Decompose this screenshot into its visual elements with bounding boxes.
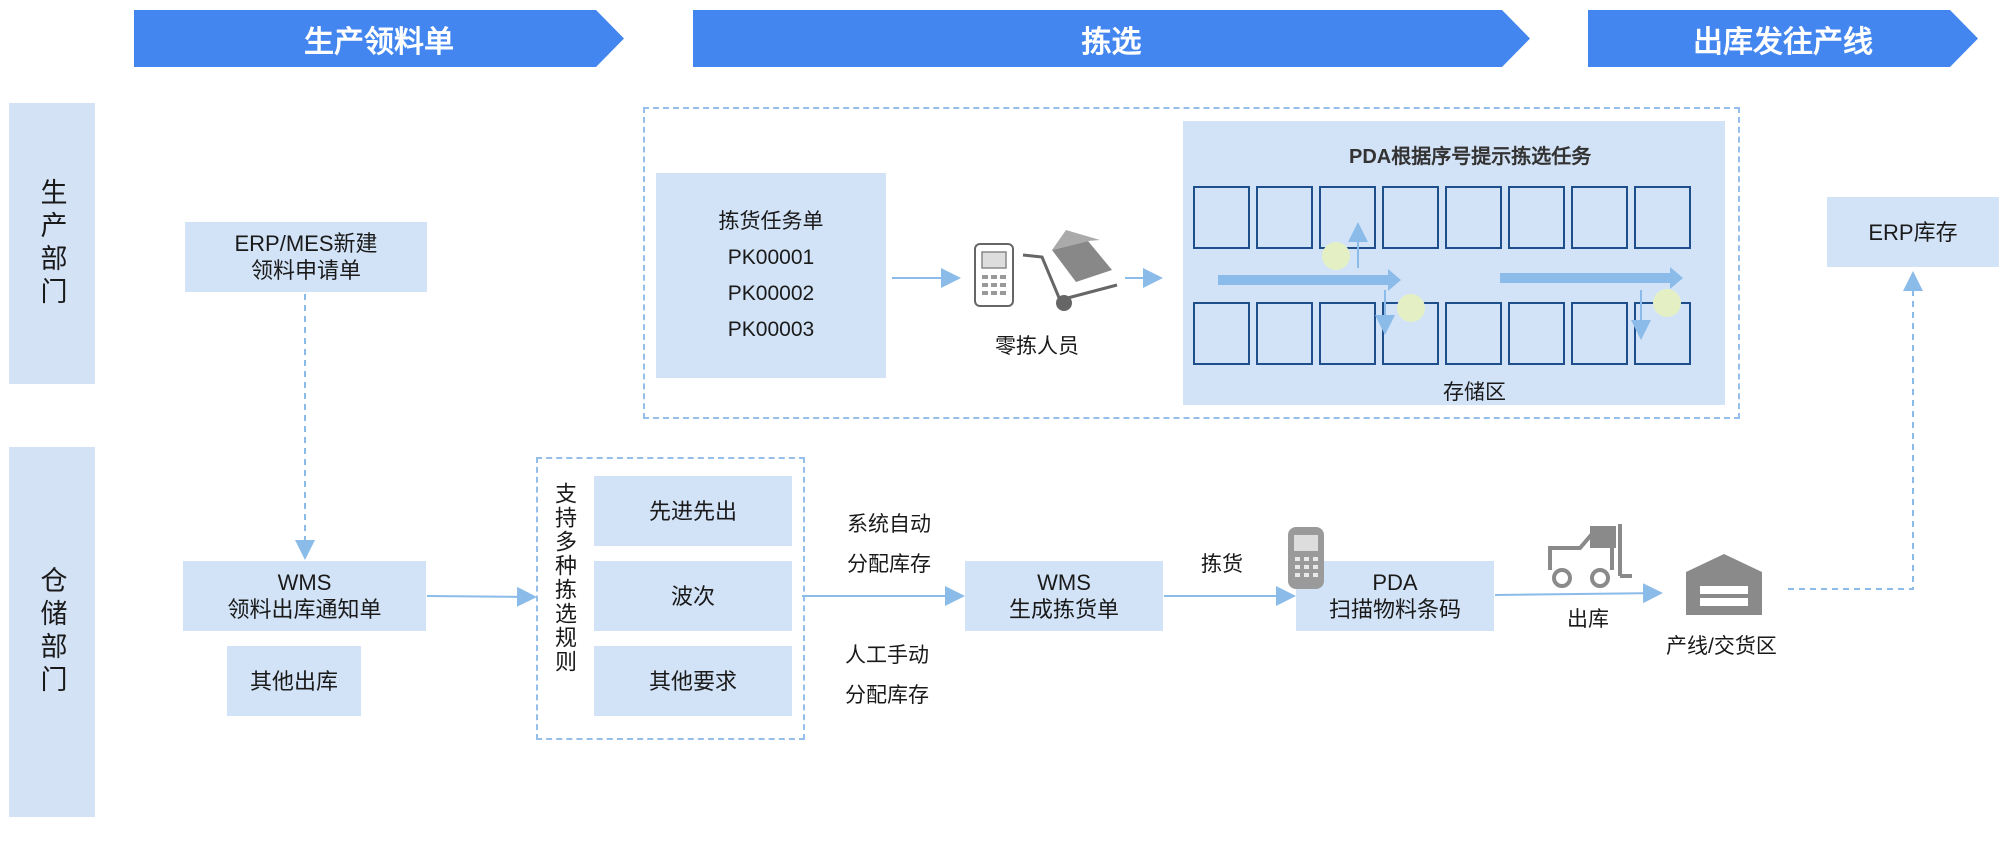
wms-pick-line1: WMS <box>1037 570 1091 595</box>
hand-truck-icon <box>1022 230 1118 311</box>
destination-label: 产线/交货区 <box>1666 635 1777 658</box>
arrow-destination-to-erp <box>1788 271 1923 590</box>
auto-alloc-line1: 系统自动 <box>847 513 931 536</box>
phase-dispatch: 出库发往产线 <box>1588 10 1978 67</box>
storage-cell <box>1193 186 1250 249</box>
picking-label: 拣货 <box>1201 553 1243 576</box>
storage-area-label: 存储区 <box>1443 381 1506 404</box>
lane-production: 生产部门 <box>9 103 95 384</box>
arrow-notice-to-rules <box>426 586 537 607</box>
picking-zone <box>643 107 1740 419</box>
storage-cell <box>1382 186 1439 249</box>
warehouse-icon <box>1686 554 1762 615</box>
erp-mes-request-box: ERP/MES新建 领料申请单 <box>185 222 427 292</box>
rules-group <box>536 457 805 740</box>
rule-wave-box: 波次 <box>594 561 792 631</box>
badge-61-bg <box>1397 294 1425 322</box>
storage-title: PDA根据序号提示拣选任务 <box>1349 146 1592 168</box>
rule-other-box: 其他要求 <box>594 646 792 716</box>
erp-mes-line1: ERP/MES新建 <box>234 231 378 256</box>
erp-stock-label: ERP库存 <box>1868 219 1958 245</box>
arrow-pda-to-destination <box>1494 583 1663 604</box>
storage-cell <box>1508 186 1565 249</box>
wms-notice-line2: 领料出库通知单 <box>227 597 382 622</box>
rule-wave-label: 波次 <box>670 583 715 609</box>
picker-label: 零拣人员 <box>995 335 1079 358</box>
rule-fifo-label: 先进先出 <box>648 498 737 524</box>
rules-label: 支持多种拣选规则 <box>552 482 577 674</box>
outbound-label: 出库 <box>1567 608 1609 631</box>
wms-pick-box: WMS 生成拣货单 <box>965 561 1163 631</box>
badge-22-bg <box>1653 289 1681 317</box>
pick-task-item-1: PK00001 <box>727 245 815 269</box>
other-outbound-box: 其他出库 <box>227 646 361 716</box>
storage-cell <box>1508 302 1565 365</box>
phase-requisition: 生产领料单 <box>134 10 624 67</box>
handheld-scanner-icon <box>974 243 1014 307</box>
rule-other-label: 其他要求 <box>648 668 737 694</box>
pda-scan-line1: PDA <box>1372 570 1418 595</box>
erp-mes-line2: 领料申请单 <box>250 258 361 283</box>
storage-cell <box>1571 302 1628 365</box>
badge-83-bg <box>1322 242 1350 270</box>
pick-task-item-3: PK00003 <box>727 317 815 341</box>
storage-cell <box>1571 186 1628 249</box>
lane-warehouse: 仓储部门 <box>9 447 95 817</box>
other-outbound-label: 其他出库 <box>249 668 338 694</box>
wms-notice-line1: WMS <box>277 570 332 595</box>
wms-pick-line2: 生成拣货单 <box>1008 597 1119 622</box>
auto-alloc-line2: 分配库存 <box>847 553 931 576</box>
pick-task-item-2: PK00002 <box>727 281 815 305</box>
storage-cell <box>1193 302 1250 365</box>
pda-scan-line2: 扫描物料条码 <box>1328 597 1461 622</box>
wms-notice-box: WMS 领料出库通知单 <box>183 561 426 631</box>
rule-fifo-box: 先进先出 <box>594 476 792 546</box>
pda-device-icon <box>1288 527 1324 589</box>
erp-stock-box: ERP库存 <box>1827 197 1999 267</box>
storage-cell <box>1445 186 1502 249</box>
storage-cell <box>1256 302 1313 365</box>
pick-task-box: 拣货任务单 PK00001 PK00002 PK00003 <box>656 173 886 378</box>
pda-scan-box: PDA 扫描物料条码 <box>1296 561 1494 631</box>
manual-alloc-line2: 分配库存 <box>845 684 929 707</box>
forklift-icon <box>1548 524 1632 588</box>
pick-task-title: 拣货任务单 <box>718 209 824 233</box>
manual-alloc-line1: 人工手动 <box>845 644 929 667</box>
lane-warehouse-label: 仓储部门 <box>36 566 67 698</box>
storage-cell <box>1634 186 1691 249</box>
lane-production-label: 生产部门 <box>36 177 67 310</box>
storage-cell <box>1319 186 1376 249</box>
storage-flow-arrow-2 <box>1500 267 1683 289</box>
storage-flow-arrow-1 <box>1218 269 1401 291</box>
phase-picking: 拣选 <box>693 10 1530 67</box>
storage-cell <box>1445 302 1502 365</box>
storage-cell <box>1256 186 1313 249</box>
